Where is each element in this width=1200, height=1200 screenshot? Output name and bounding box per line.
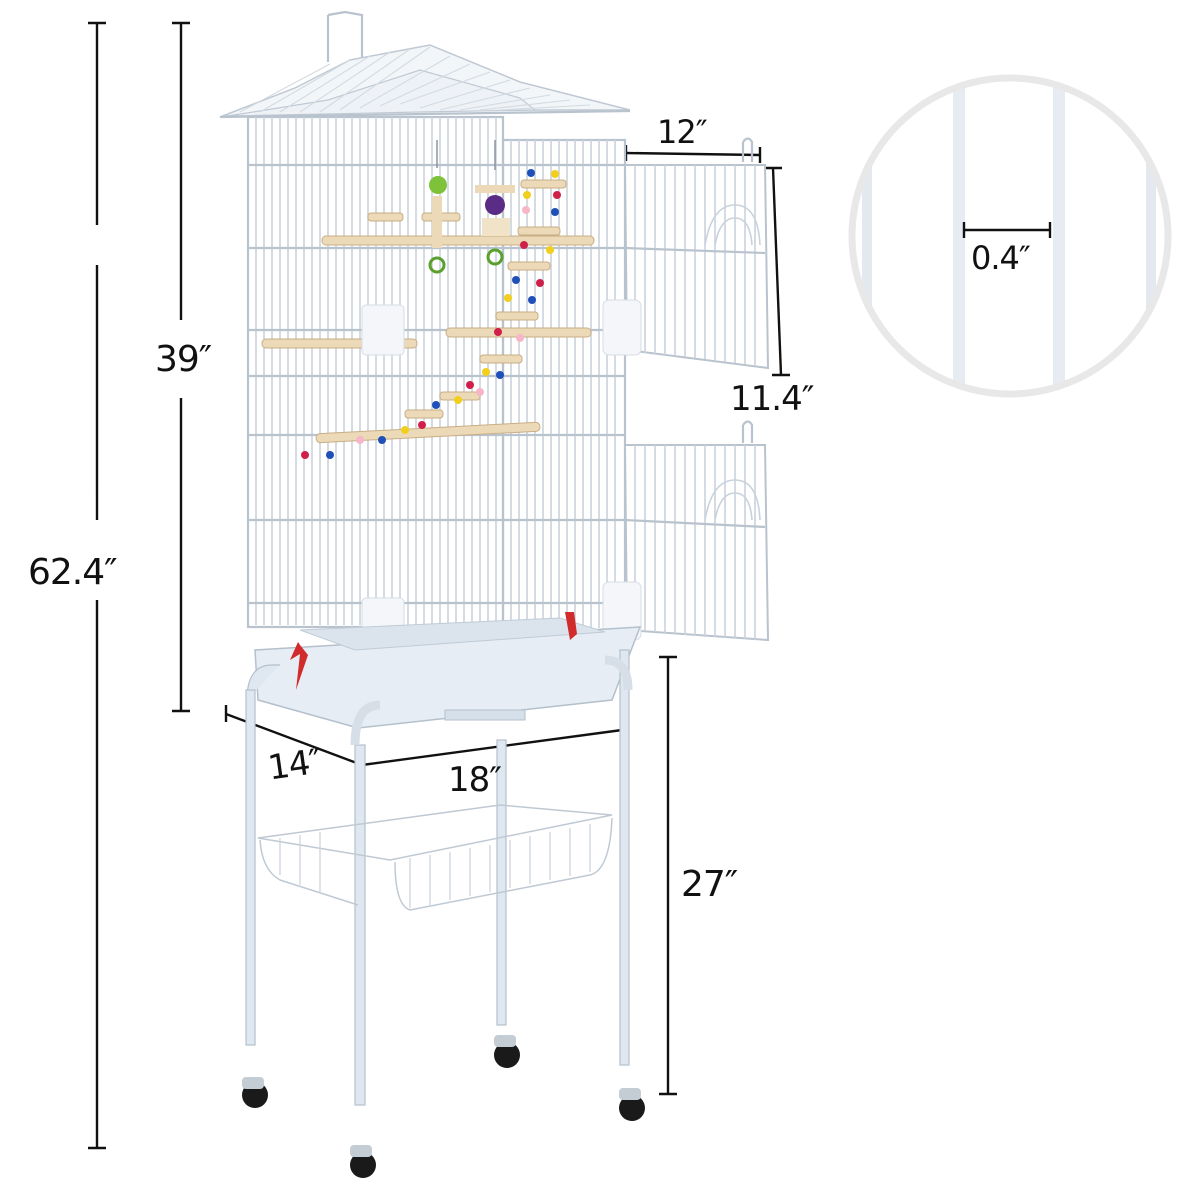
width-label: 18″ xyxy=(448,760,502,800)
storage-basket xyxy=(257,804,613,911)
dimension-cage-height-line xyxy=(172,21,190,713)
cage-height-label: 39″ xyxy=(155,339,212,380)
cage-roof xyxy=(219,10,631,119)
total-height-label: 62.4″ xyxy=(28,552,118,593)
door-height-label: 11.4″ xyxy=(730,379,814,419)
dimension-total-height-line xyxy=(88,21,106,1150)
door-width-label: 12″ xyxy=(657,113,708,151)
cage-bars xyxy=(246,115,627,632)
stand-height-label: 27″ xyxy=(681,864,738,905)
hanging-toys xyxy=(301,140,567,459)
depth-label: 14″ xyxy=(265,741,324,789)
caster-wheels xyxy=(242,1035,645,1178)
bar-spacing-inset xyxy=(848,74,1172,398)
cage-tray xyxy=(254,612,642,729)
tray-latch-left xyxy=(290,642,308,690)
upper-door xyxy=(623,137,770,370)
dimension-door-height-line xyxy=(765,166,790,377)
lower-door xyxy=(623,420,770,642)
tray-latch-right xyxy=(565,612,577,640)
dimension-stand-height-line xyxy=(659,655,677,1096)
rolling-stand xyxy=(242,649,645,1178)
bar-spacing-label: 0.4″ xyxy=(971,239,1031,277)
